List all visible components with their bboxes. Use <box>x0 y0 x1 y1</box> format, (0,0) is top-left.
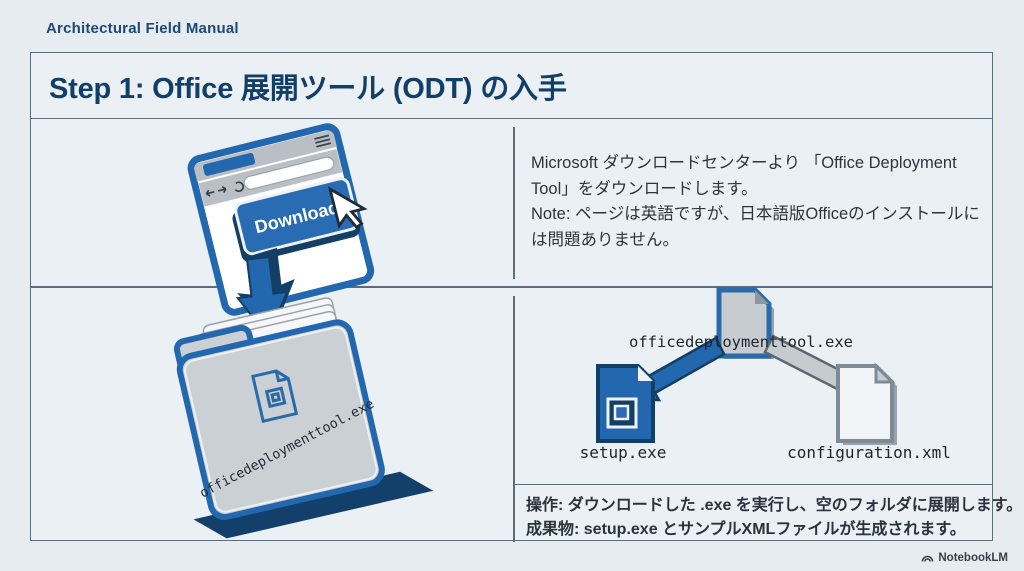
document-icon <box>251 369 299 424</box>
folder-base <box>193 471 434 539</box>
forward-icon <box>217 186 227 193</box>
watermark: NotebookLM <box>921 549 1008 567</box>
instruction-text: Microsoft ダウンロードセンターより 「Office Deploymen… <box>531 154 957 198</box>
config-xml-label: configuration.xml <box>787 443 951 462</box>
divider-vertical-top <box>513 127 515 279</box>
hamburger-icon <box>314 134 332 148</box>
note-operation: 操作: ダウンロードした .exe を実行し、空のフォルダに展開します。 <box>526 497 1023 514</box>
instruction-panel: Microsoft ダウンロードセンターより 「Office Deploymen… <box>531 151 989 253</box>
folder-front <box>176 319 385 520</box>
page-title: Step 1: Office 展開ツール (ODT) の入手 <box>49 72 567 105</box>
back-icon <box>205 189 215 197</box>
title-bar: Step 1: Office 展開ツール (ODT) の入手 <box>31 53 992 119</box>
divider-horizontal <box>31 286 992 288</box>
note-artifact: 成果物: setup.exe とサンプルXMLファイルが生成されます。 <box>526 521 966 538</box>
main-card: Step 1: Office 展開ツール (ODT) の入手 Download <box>30 52 1023 542</box>
eyebrow-label: Architectural Field Manual <box>46 20 239 37</box>
notebooklm-logo-icon <box>922 555 934 562</box>
divider-vertical-bottom <box>513 296 515 542</box>
refresh-icon <box>234 181 245 192</box>
cursor-icon <box>327 186 368 230</box>
extraction-diagram <box>596 287 897 445</box>
source-file-label: officedeploymenttool.exe <box>629 333 853 351</box>
browser-tab <box>202 152 256 176</box>
url-bar <box>243 156 335 190</box>
instruction-note: Note: ページは英語ですが、日本語版Officeのインストールには問題ありま… <box>531 205 980 249</box>
setup-exe-label: setup.exe <box>579 443 667 462</box>
config-xml-icon <box>836 362 897 445</box>
download-illustration: Download <box>173 123 434 539</box>
folder-illustration: officedeploymenttool.exe <box>173 297 434 539</box>
setup-exe-icon <box>596 364 655 443</box>
notebooklm-label: NotebookLM <box>938 552 1008 564</box>
result-note-box: 操作: ダウンロードした .exe を実行し、空のフォルダに展開します。 成果物… <box>514 484 1023 540</box>
